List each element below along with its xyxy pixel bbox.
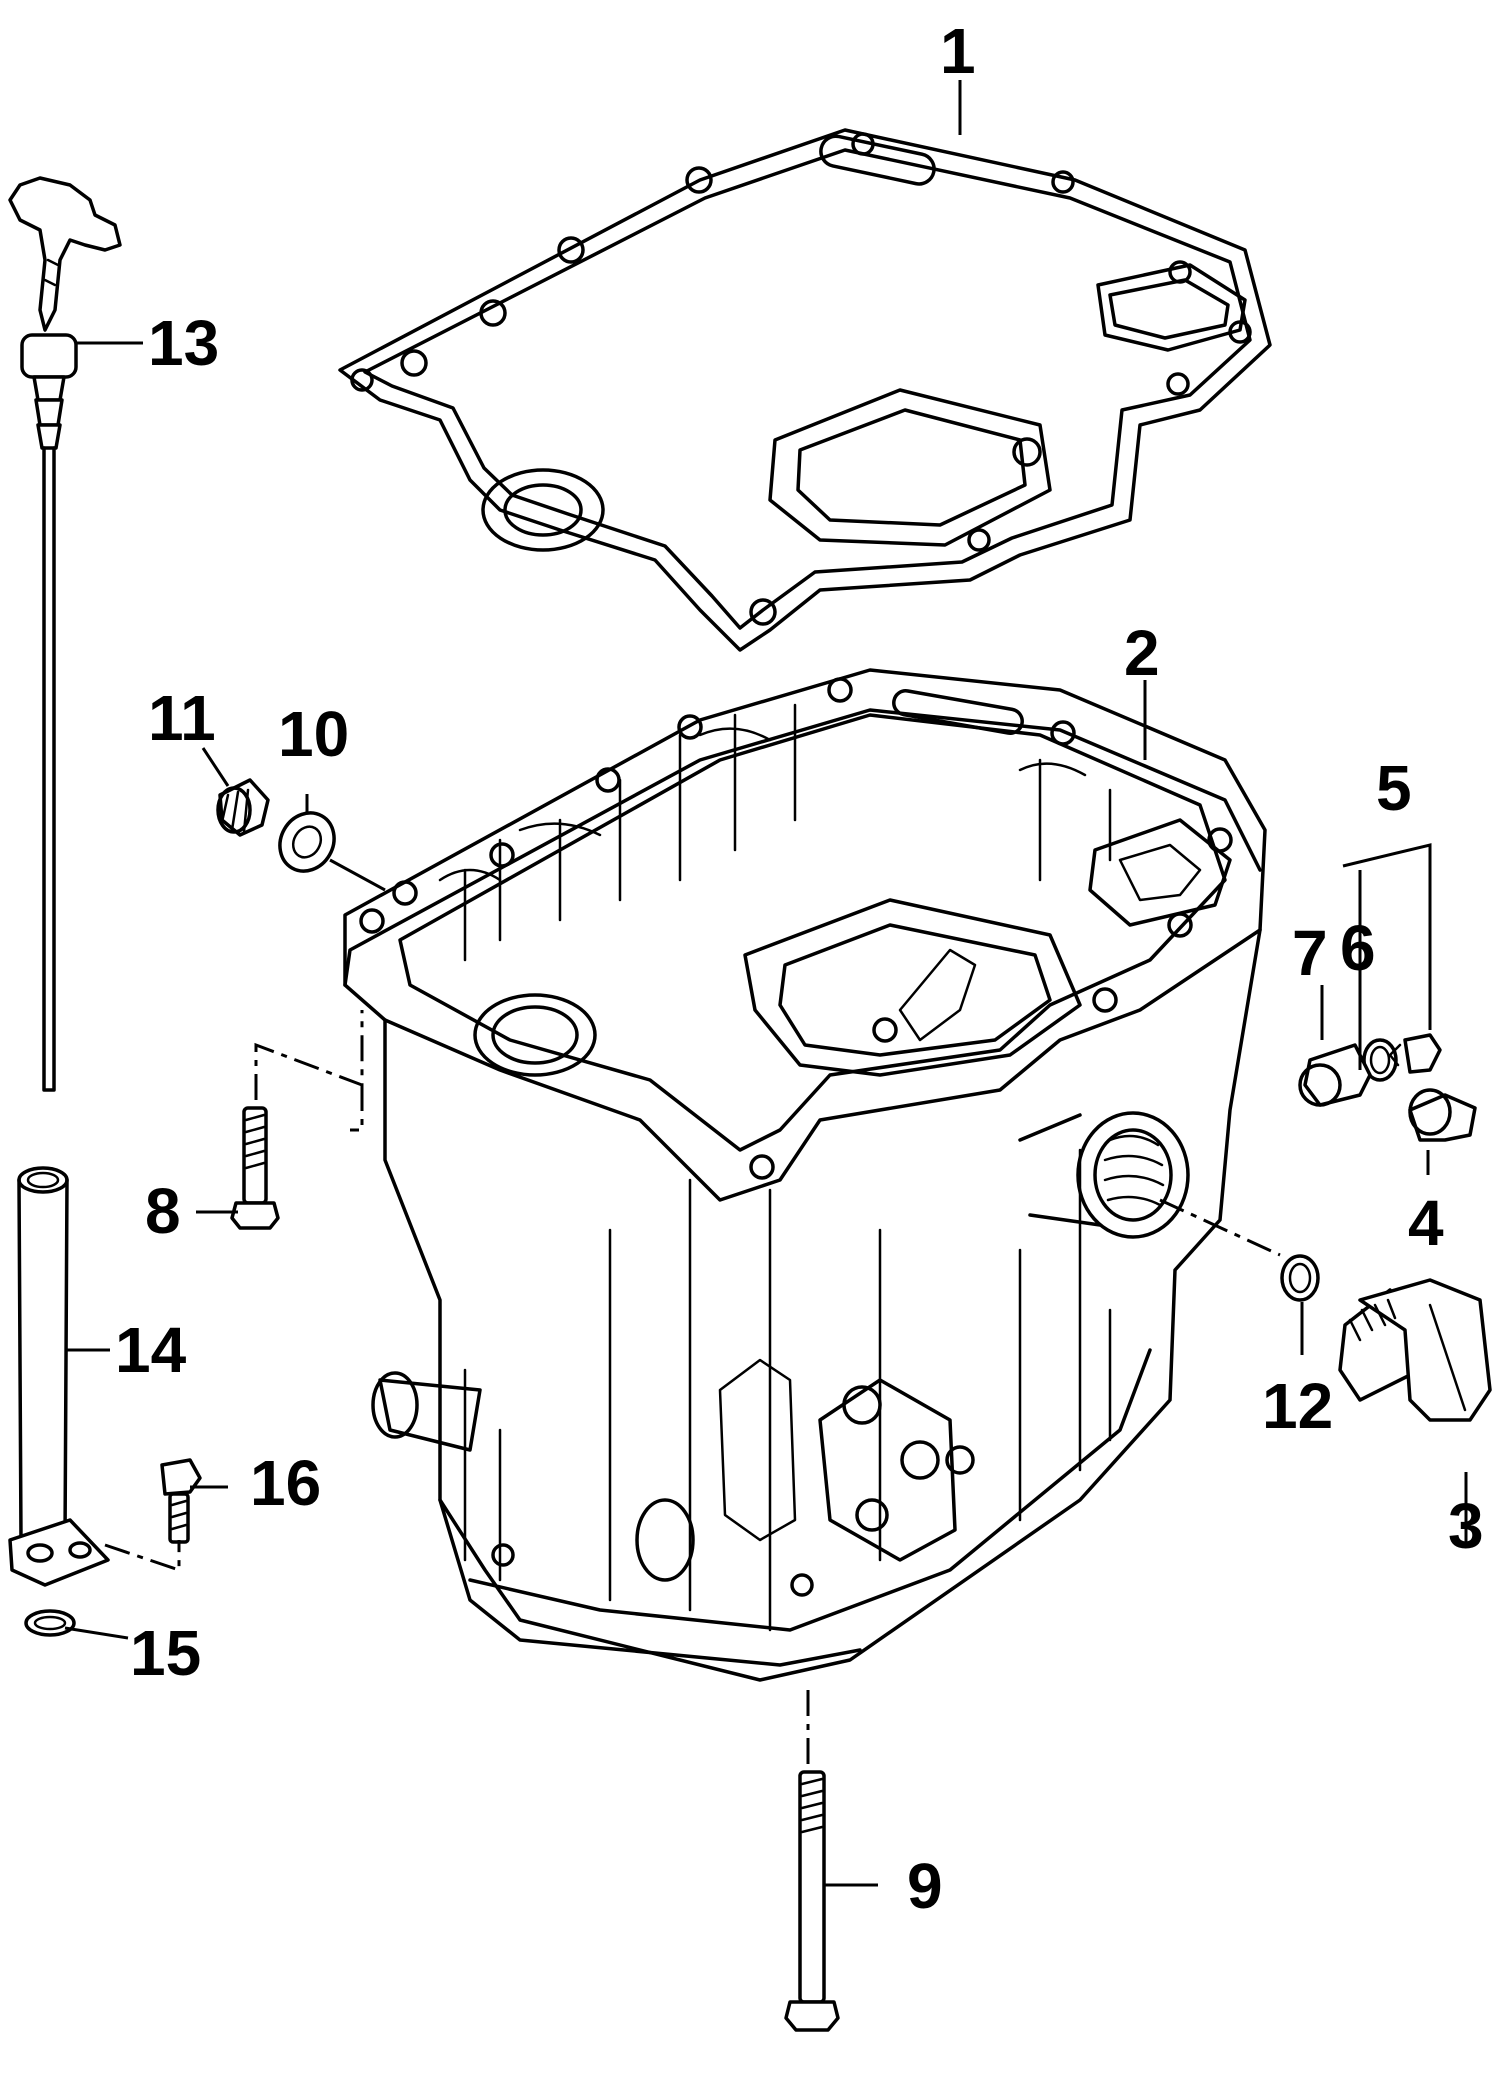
callout-14: 14 <box>115 1314 187 1386</box>
gasket-part[interactable] <box>338 128 1272 652</box>
callout-5: 5 <box>1376 752 1412 824</box>
callout-10: 10 <box>278 698 349 770</box>
callout-1: 1 <box>940 15 976 87</box>
callout-3: 3 <box>1448 1490 1484 1562</box>
callout-13: 13 <box>148 307 219 379</box>
plug-11[interactable] <box>216 778 270 837</box>
drain-plug-part[interactable] <box>1338 1278 1492 1422</box>
oil-pan-part[interactable] <box>343 668 1267 1682</box>
bolt-8[interactable] <box>230 1106 280 1230</box>
tube-14[interactable] <box>8 1166 110 1587</box>
callout-16: 16 <box>250 1447 321 1519</box>
dipstick-13[interactable] <box>8 176 122 1092</box>
center-lines <box>104 1010 1281 1770</box>
leader-lines <box>64 80 1468 1887</box>
small-plug-part[interactable] <box>1388 1033 1442 1074</box>
callout-11: 11 <box>148 682 216 754</box>
callout-9: 9 <box>907 1850 943 1922</box>
callout-4: 4 <box>1408 1187 1444 1259</box>
bolt-16[interactable] <box>160 1458 202 1544</box>
o-ring-12[interactable] <box>1280 1254 1320 1302</box>
callout-12: 12 <box>1262 1370 1333 1442</box>
washer-10[interactable] <box>269 803 344 881</box>
cap-part[interactable] <box>1408 1088 1477 1142</box>
callout-15: 15 <box>130 1617 201 1689</box>
callout-7: 7 <box>1292 917 1328 989</box>
callout-8: 8 <box>145 1175 181 1247</box>
callout-2: 2 <box>1124 617 1160 689</box>
o-ring-15[interactable] <box>24 1609 76 1637</box>
bolt-9[interactable] <box>784 1770 840 2032</box>
callout-6: 6 <box>1340 912 1376 984</box>
fitting-part[interactable] <box>1298 1043 1372 1107</box>
